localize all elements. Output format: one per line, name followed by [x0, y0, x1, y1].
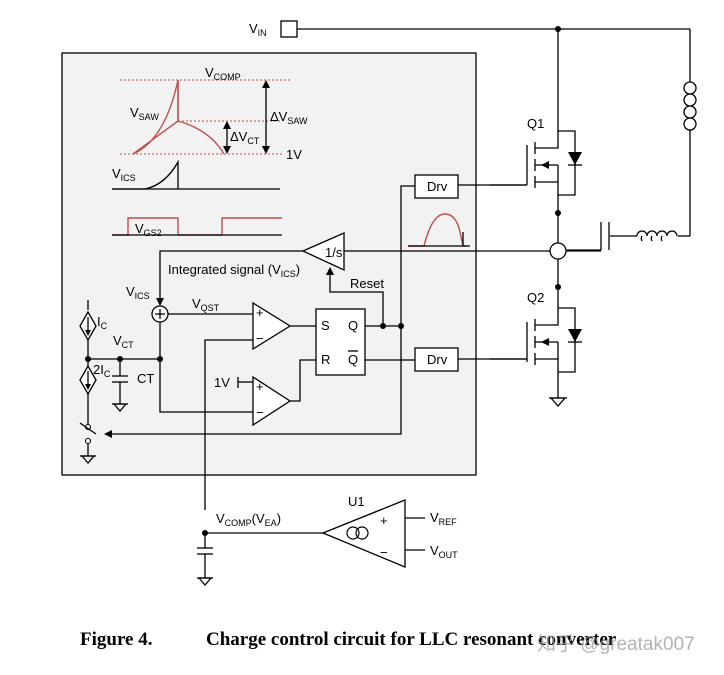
u1-plus: +: [380, 513, 388, 528]
resonant-inductor-loops: [640, 235, 663, 242]
latch-r-pin: R: [321, 352, 330, 367]
vics-label: VICS: [126, 284, 150, 301]
comparator-top-plus: +: [256, 305, 264, 320]
wave-label-one-volt: 1V: [286, 147, 302, 162]
power-stage: VIN: [249, 20, 697, 407]
ct-reset-switch: [79, 422, 97, 464]
midpoint-junction-bottom: [555, 284, 561, 290]
vqst-label: VQST: [192, 296, 220, 313]
integrated-signal-label: Integrated signal (VICS): [168, 262, 300, 279]
waveform-sketches: VCOMP VSAW ΔVSAW ΔVCT 1V VICS VGS2: [112, 65, 308, 238]
integrator-output-wire: [159, 250, 303, 303]
switch-control-arrowhead: [104, 430, 112, 438]
current-sense-waveform: [408, 213, 467, 247]
wave-label-delta-vsaw: ΔVSAW: [270, 109, 308, 126]
q2-label: Q2: [527, 290, 544, 305]
latch-q-pin: Q: [348, 318, 358, 333]
vct-junction: [157, 356, 163, 362]
delta-vct-arrow: [223, 121, 231, 154]
ground-symbol-comp: [197, 577, 213, 586]
figure-number: Figure 4.: [80, 629, 152, 650]
comparator-top-minus: −: [256, 331, 264, 346]
integrator-label: 1/s: [325, 245, 343, 260]
reset-wire: [329, 270, 384, 325]
driver-bottom-label: Drv: [427, 352, 448, 367]
driver-top-label: Drv: [427, 179, 448, 194]
sr-latch: [315, 308, 366, 376]
vics-waveform: [112, 159, 179, 190]
ct-capacitor: [112, 359, 128, 412]
vct-to-comp-bottom-wire: [120, 358, 253, 413]
q-junction-a: [380, 323, 386, 329]
figure-caption: Charge control circuit for LLC resonant …: [206, 629, 617, 650]
wave-label-delta-vct: ΔVCT: [230, 129, 260, 146]
comparator-bottom-plus: +: [256, 379, 264, 394]
u1-minus: −: [380, 545, 388, 560]
vics-arrowhead: [156, 298, 164, 306]
vref-label: VREF: [430, 510, 457, 527]
q-to-switch-wire: [108, 326, 402, 435]
latch-qbar-pin: Q: [348, 352, 358, 367]
q1-label: Q1: [527, 116, 544, 131]
watermark: 知乎 @greatak007: [537, 633, 695, 655]
vct-label: VCT: [113, 333, 134, 350]
vout-label: VOUT: [430, 543, 458, 560]
u1-label: U1: [348, 494, 365, 509]
u1-ota: [321, 499, 406, 568]
vgs2-waveform: [112, 217, 282, 236]
ct-label: CT: [137, 371, 154, 386]
vin-label: VIN: [249, 21, 267, 38]
comparator-bottom-minus: −: [256, 405, 264, 420]
ic-label: IC: [97, 314, 108, 331]
wave-label-vcomp: VCOMP: [205, 65, 241, 82]
error-amplifier-section: VCOMP(VEA) U1 + − VREF VOUT: [197, 494, 458, 586]
comp-bottom-to-r-wire: [290, 359, 316, 402]
ground-symbol-q2: [549, 397, 567, 407]
comparator-top: [252, 301, 292, 351]
delta-vsaw-arrow: [262, 80, 270, 154]
vct-ramp: [132, 120, 179, 155]
wave-label-vics: VICS: [112, 166, 136, 183]
primary-inductor: [689, 81, 697, 131]
current-source-2ic: [79, 364, 97, 424]
primary-inductor-loops: [683, 81, 691, 131]
wave-label-vgs2: VGS2: [135, 221, 162, 238]
u1-ota-circle-a: [346, 526, 360, 540]
latch-s-pin: S: [321, 318, 330, 333]
controller-internals: Drv Drv 1/s Integrated signal (VICS) Res…: [79, 174, 550, 510]
midpoint-sense-node: [549, 242, 567, 260]
vin-terminal: [280, 20, 298, 38]
comparator-bottom: [252, 375, 292, 427]
vcomp-vea-label: VCOMP(VEA): [216, 511, 281, 528]
reset-arrowhead: [326, 267, 334, 275]
q2-mosfet: [490, 305, 582, 407]
resonant-inductor: [636, 230, 678, 237]
vcomp-to-comp-wire: [204, 339, 253, 510]
u1-ota-circle-b: [355, 526, 369, 540]
one-volt-ref-label: 1V: [214, 375, 230, 390]
wave-label-vsaw: VSAW: [130, 105, 159, 122]
reset-label: Reset: [350, 276, 384, 291]
two-ic-label: 2IC: [93, 362, 111, 379]
q-to-drv-top-wire: [400, 185, 415, 326]
